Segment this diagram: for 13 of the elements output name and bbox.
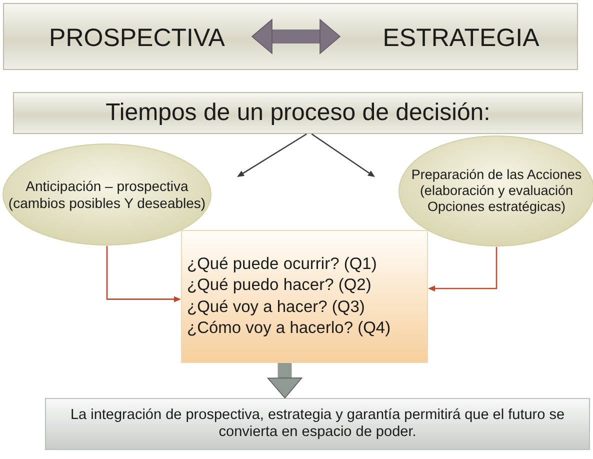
title-box: Tiempos de un proceso de decisión: (13, 92, 583, 134)
arrow (428, 247, 498, 292)
arrow (311, 133, 375, 178)
banner-text: PROSPECTIVA (21, 4, 253, 71)
question-box: ¿Qué puede ocurrir? (Q1) ¿Qué puedo hacer? (Q2) ¿Qué voy a hacer? (Q3) ¿Cómo voy a hacerlo? (Q4) (181, 230, 428, 363)
arrow (237, 133, 307, 177)
conclusion-box: La integración de prospectiva, estrategia y garantía permitirá que el futuro se convierta en espacio de poder. (45, 398, 590, 450)
banner-text: ESTRATEGIA (341, 4, 581, 71)
banner-box (3, 3, 578, 70)
block-arrow (252, 19, 340, 54)
arrow (106, 246, 181, 302)
block-arrow (267, 362, 302, 398)
ellipse-node: Anticipación – prospectiva (cambios posibles Y deseables) (2, 143, 212, 246)
